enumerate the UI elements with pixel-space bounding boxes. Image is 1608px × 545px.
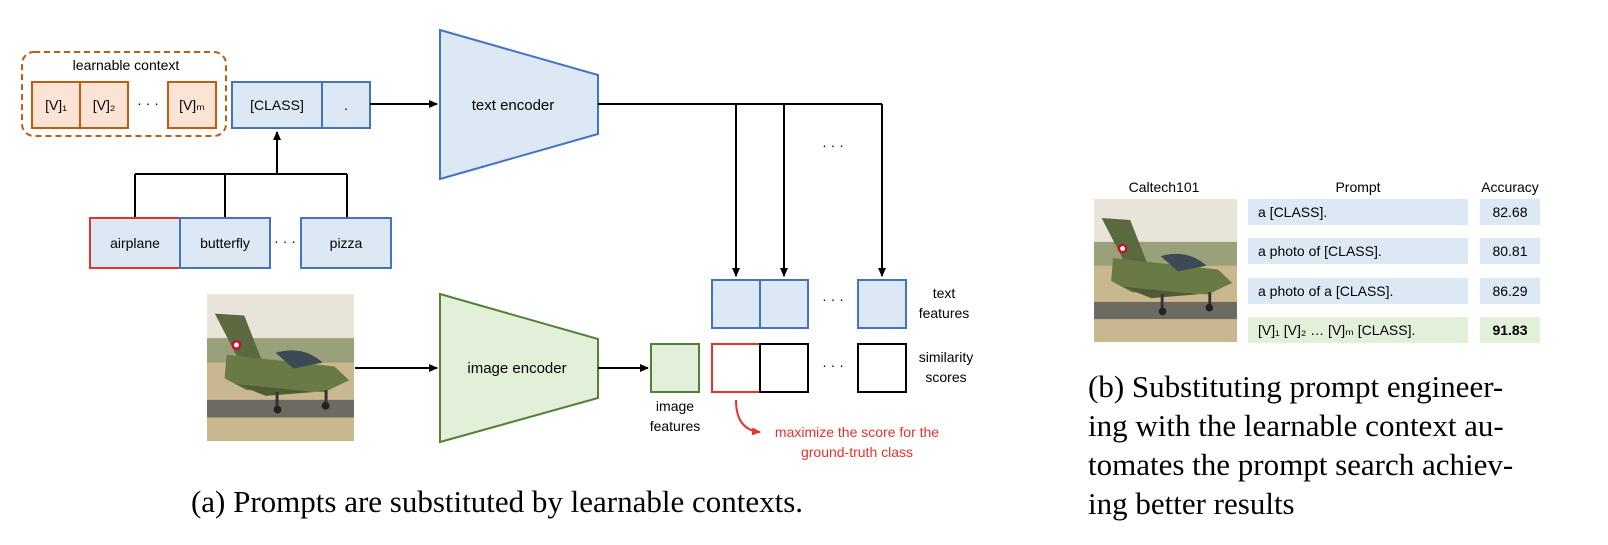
class-box-butterfly: [179, 217, 271, 269]
text-feature-box-1: [711, 279, 761, 329]
class-label-airplane: airplane: [110, 235, 160, 251]
context-token-v2: [79, 81, 129, 129]
table-header-image: Caltech101: [1129, 179, 1200, 195]
class-ellipsis: · · ·: [274, 233, 296, 249]
accuracy-cell-best: 91.83: [1492, 322, 1527, 338]
class-box-airplane: [89, 217, 181, 269]
class-box-pizza: [300, 217, 392, 269]
class-names-tree: airplane butterfly · · · pizza: [89, 131, 392, 269]
similarity-box-n: [857, 343, 907, 393]
maximize-note-line2: ground-truth class: [801, 444, 913, 460]
airplane-image: [207, 294, 354, 441]
caption-b-line1: (b) Substituting prompt engineer-: [1088, 369, 1503, 404]
caption-b-line2: ing with the learnable context au-: [1088, 408, 1504, 443]
table-header-accuracy: Accuracy: [1481, 179, 1539, 195]
table-header-prompt: Prompt: [1335, 179, 1380, 195]
similarity-label-line2: scores: [925, 369, 966, 385]
learnable-context-group: learnable context [V]₁ [V]₂ · · · [V]ₘ: [21, 51, 227, 137]
maximize-note: maximize the score for the ground-truth …: [735, 399, 939, 460]
accuracy-table: Caltech101 Prompt Accuracy a [CLASS]. 82…: [1094, 179, 1540, 343]
class-token-group: [CLASS] .: [231, 81, 371, 129]
text-feature-box-2: [759, 279, 809, 329]
similarity-label-line1: similarity: [919, 349, 973, 365]
context-token-vm-label: [V]ₘ: [179, 97, 205, 113]
image-feature-box: [650, 343, 700, 393]
period-token-label: .: [344, 97, 348, 113]
prompt-cell: a photo of a [CLASS].: [1258, 283, 1393, 299]
similarity-box-2: [759, 343, 809, 393]
accuracy-cell: 80.81: [1492, 243, 1527, 259]
class-label-pizza: pizza: [330, 235, 363, 251]
top-ellipsis: · · ·: [822, 137, 844, 153]
context-token-v1: [31, 81, 81, 129]
class-token-box: [231, 81, 323, 129]
text-features: · · · text features: [711, 279, 970, 329]
text-feature-connections: · · ·: [598, 103, 886, 277]
context-token-vm: [167, 81, 217, 129]
table-row: a photo of [CLASS]. 80.81: [1248, 238, 1540, 264]
text-features-label-line2: features: [919, 305, 970, 321]
image-features-label-line2: features: [650, 418, 701, 434]
prompt-cell: a [CLASS].: [1258, 204, 1327, 220]
text-features-ellipsis: · · ·: [822, 291, 844, 307]
caltech-airplane-image: [1094, 199, 1237, 342]
accuracy-cell: 82.68: [1492, 204, 1527, 220]
period-token-box: [321, 81, 371, 129]
context-ellipsis: · · ·: [137, 95, 159, 111]
similarity-ellipsis: · · ·: [822, 357, 844, 373]
text-encoder-label: text encoder: [472, 97, 555, 114]
accuracy-cell: 86.29: [1492, 283, 1527, 299]
class-token-label: [CLASS]: [250, 97, 304, 113]
class-label-butterfly: butterfly: [200, 235, 250, 251]
image-encoder-label: image encoder: [467, 360, 566, 377]
caption-b-line4: ing better results: [1088, 486, 1295, 521]
prompt-cell: [V]₁ [V]₂ … [V]ₘ [CLASS].: [1258, 322, 1415, 338]
context-token-v1-label: [V]₁: [45, 97, 67, 113]
maximize-note-line1: maximize the score for the: [775, 424, 939, 440]
image-features: image features: [650, 343, 701, 434]
context-token-v2-label: [V]₂: [93, 97, 116, 113]
learnable-context-frame: [21, 51, 227, 137]
text-features-label-line1: text: [933, 285, 956, 301]
caption-b: (b) Substituting prompt engineer- ing wi…: [1088, 369, 1513, 521]
text-encoder: text encoder: [439, 28, 599, 181]
similarity-box-ground-truth: [711, 343, 761, 393]
table-row: a [CLASS]. 82.68: [1248, 199, 1540, 225]
table-row: a photo of a [CLASS]. 86.29: [1248, 278, 1540, 304]
table-row-highlight: [V]₁ [V]₂ … [V]ₘ [CLASS]. 91.83: [1248, 317, 1540, 343]
image-features-label-line1: image: [656, 398, 694, 414]
text-feature-box-n: [857, 279, 907, 329]
caption-a: (a) Prompts are substituted by learnable…: [191, 484, 803, 519]
learnable-context-label: learnable context: [73, 57, 180, 73]
similarity-scores: · · · similarity scores: [711, 343, 973, 393]
prompt-cell: a photo of [CLASS].: [1258, 243, 1382, 259]
image-encoder: image encoder: [439, 292, 599, 444]
caption-b-line3: tomates the prompt search achiev-: [1088, 447, 1513, 482]
